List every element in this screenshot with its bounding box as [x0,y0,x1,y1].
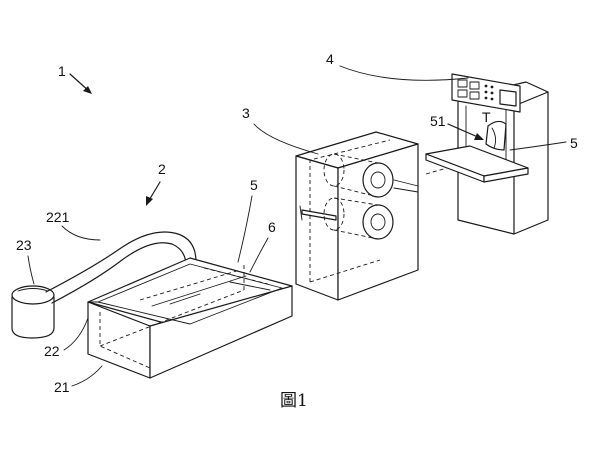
label-21: 21 [54,379,70,395]
leader-22 [63,317,89,351]
leader-5-tank [237,195,253,263]
label-23: 23 [16,237,32,253]
label-1: 1 [58,63,66,79]
tank-21 [87,257,293,379]
label-4: 4 [326,51,334,67]
leader-6 [249,237,269,273]
arrow-2 [146,181,161,206]
leader-4 [339,65,469,81]
label-T: T [482,109,491,125]
label-2: 2 [158,161,166,177]
leader-23 [27,255,35,285]
label-51: 51 [430,113,446,129]
cutting-machine-4 [425,73,549,235]
label-5-cutter: 5 [570,135,578,151]
label-3: 3 [242,105,250,121]
leader-3 [253,123,319,155]
leader-221 [61,225,101,241]
arrow-1 [69,73,92,94]
leader-5-cutter [509,141,567,151]
roller-unit-3 [295,131,455,301]
water-source-cylinder [11,285,55,339]
leader-21 [71,365,103,387]
label-5-tank: 5 [250,177,258,193]
label-6: 6 [268,219,276,235]
label-22: 22 [44,343,60,359]
figure-caption: 圖1 [280,391,308,411]
arrow-51 [447,123,484,140]
label-221: 221 [46,209,70,225]
